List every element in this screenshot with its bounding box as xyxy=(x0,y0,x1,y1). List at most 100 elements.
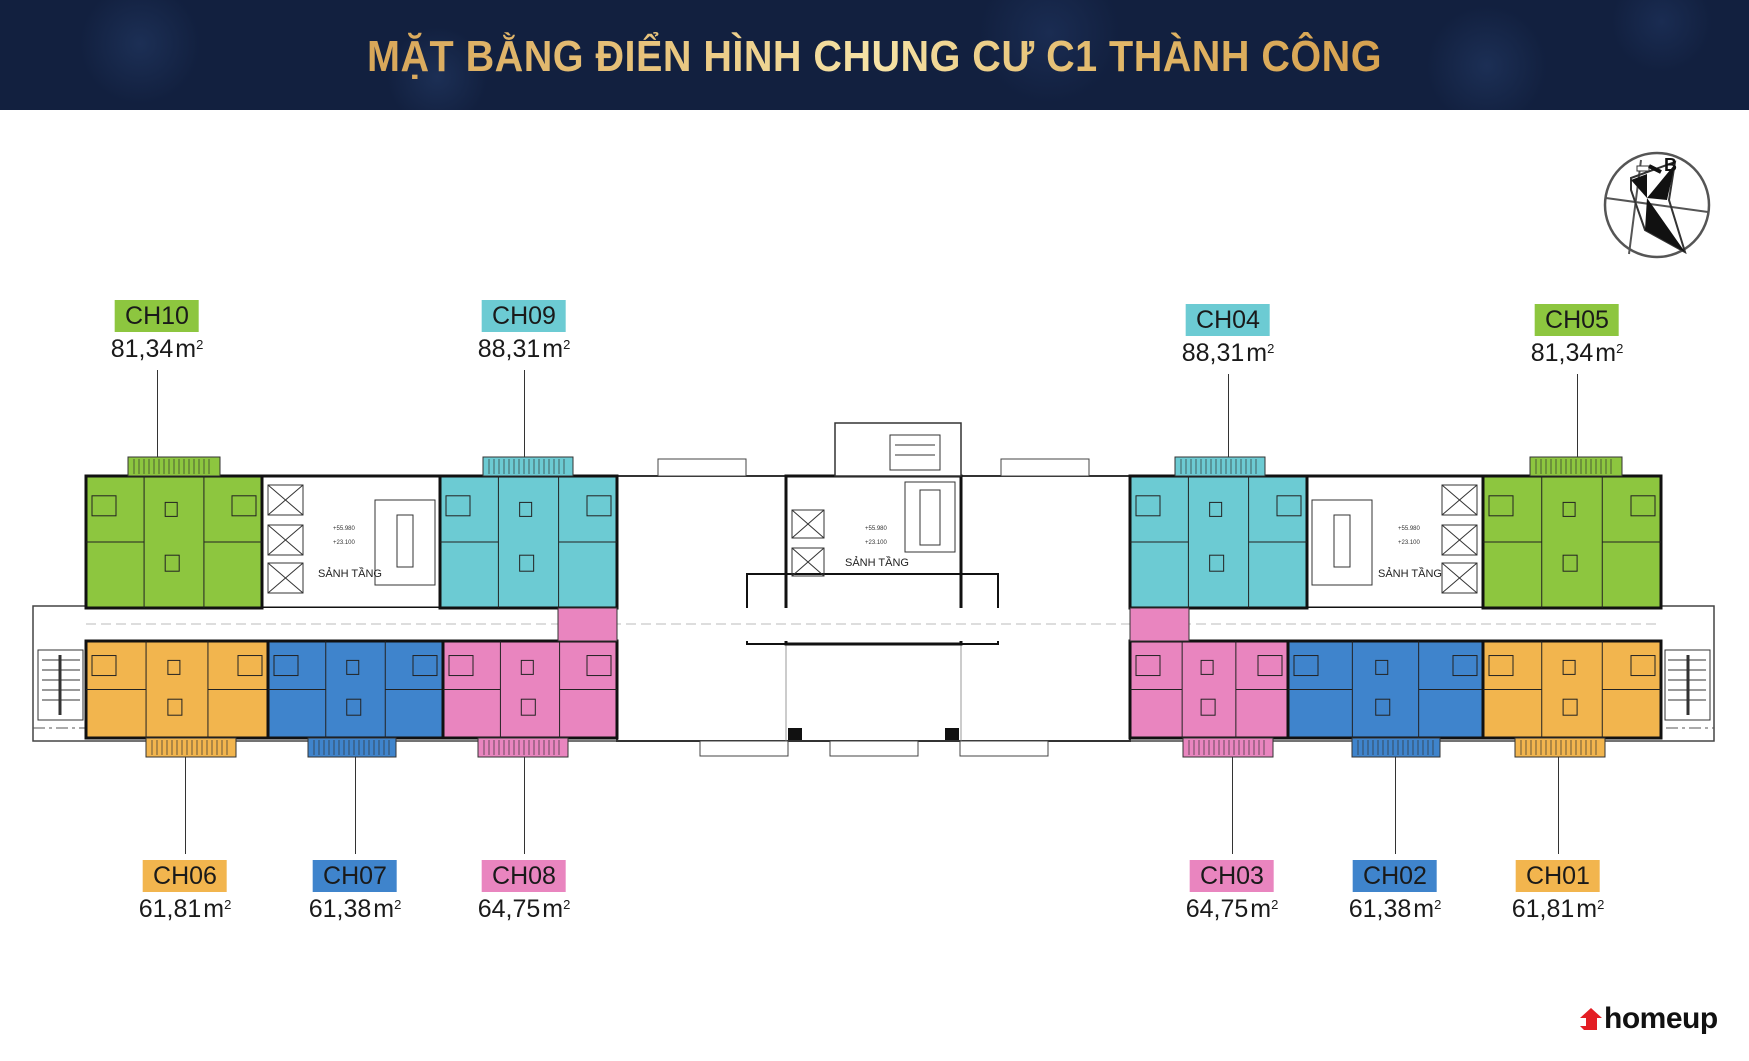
unit-area: 61,38m2 xyxy=(1349,895,1442,924)
unit-area-value: 61,38 xyxy=(308,895,372,923)
unit-area-value: 61,81 xyxy=(1511,895,1575,923)
unit-ch02[interactable] xyxy=(1286,639,1485,758)
leader-line xyxy=(1558,757,1559,854)
unit-ch09[interactable] xyxy=(438,456,619,610)
logo-text: homeup xyxy=(1604,1002,1718,1035)
unit-area-unit: m xyxy=(1250,895,1272,923)
unit-code: CH09 xyxy=(482,300,566,332)
unit-area: 64,75m2 xyxy=(1186,895,1279,924)
unit-area: 61,81m2 xyxy=(139,895,232,924)
unit-ch01[interactable] xyxy=(1481,639,1663,758)
right-core xyxy=(1305,474,1485,610)
balcony xyxy=(1529,456,1623,477)
unit-label-ch02: CH02 61,38m2 xyxy=(1349,860,1442,924)
unit-code: CH01 xyxy=(1516,860,1600,892)
unit-ch05[interactable] xyxy=(1481,456,1663,610)
unit-code: CH04 xyxy=(1186,304,1270,336)
unit-area-value: 88,31 xyxy=(1181,339,1245,367)
unit-label-ch05: CH05 81,34m2 xyxy=(1531,304,1624,368)
left-stair xyxy=(37,649,84,721)
unit-label-ch07: CH07 61,38m2 xyxy=(308,860,402,924)
unit-area-value: 88,31 xyxy=(477,335,541,363)
balcony xyxy=(127,456,221,477)
balcony xyxy=(307,737,397,758)
unit-area-sup: 2 xyxy=(563,337,571,352)
central-balconies xyxy=(657,458,1090,757)
unit-area-unit: m xyxy=(542,335,564,363)
unit-area-unit: m xyxy=(1413,895,1435,923)
unit-area-unit: m xyxy=(1595,339,1617,367)
unit-area: 88,31m2 xyxy=(1182,339,1275,368)
unit-label-ch10: CH10 81,34m2 xyxy=(111,300,204,364)
level-mark-center-top: +55.980 xyxy=(865,526,887,532)
page-title: MẶT BẰNG ĐIỂN HÌNH CHUNG CƯ C1 THÀNH CÔN… xyxy=(87,32,1661,82)
balcony xyxy=(1514,737,1606,758)
unit-area: 61,81m2 xyxy=(1512,895,1605,924)
leader-line xyxy=(355,757,356,854)
unit-label-ch06: CH06 61,81m2 xyxy=(139,860,232,924)
level-mark-right-bottom: +23.100 xyxy=(1398,540,1420,546)
lobby-label-left: SẢNH TẦNG xyxy=(318,568,382,580)
level-mark-left-top: +55.980 xyxy=(333,526,355,532)
house-arrow-icon xyxy=(1580,1008,1602,1030)
unit-area-unit: m xyxy=(175,335,197,363)
unit-code: CH10 xyxy=(115,300,199,332)
leader-line xyxy=(524,757,525,854)
unit-code: CH06 xyxy=(143,860,227,892)
unit-ch10[interactable] xyxy=(84,456,264,610)
unit-label-ch09: CH09 88,31m2 xyxy=(478,300,571,364)
central-elevators xyxy=(791,481,956,577)
unit-area-unit: m xyxy=(1246,339,1268,367)
unit-area: 88,31m2 xyxy=(478,335,571,364)
balcony xyxy=(145,737,237,758)
unit-label-ch04: CH04 88,31m2 xyxy=(1182,304,1275,368)
level-mark-left-bottom: +23.100 xyxy=(333,540,355,546)
unit-area-sup: 2 xyxy=(224,897,232,912)
balcony xyxy=(1174,456,1266,477)
leader-line xyxy=(1395,757,1396,854)
unit-ch03[interactable] xyxy=(1128,607,1290,758)
unit-area: 81,34m2 xyxy=(1531,339,1624,368)
unit-area-value: 61,38 xyxy=(1348,895,1412,923)
unit-area-value: 81,34 xyxy=(1530,339,1594,367)
unit-code: CH03 xyxy=(1190,860,1274,892)
unit-ch08[interactable] xyxy=(441,607,619,758)
right-stair xyxy=(1664,649,1711,721)
unit-area-value: 81,34 xyxy=(110,335,174,363)
central-stair-top xyxy=(834,422,962,477)
unit-code: CH08 xyxy=(482,860,566,892)
unit-area-sup: 2 xyxy=(1271,897,1279,912)
unit-code: CH02 xyxy=(1353,860,1437,892)
lobby-label-right: SẢNH TẦNG xyxy=(1378,568,1442,580)
unit-ch06[interactable] xyxy=(84,639,270,758)
unit-ch07[interactable] xyxy=(266,639,445,758)
unit-label-ch01: CH01 61,81m2 xyxy=(1512,860,1605,924)
unit-area-sup: 2 xyxy=(196,337,204,352)
leader-line xyxy=(157,370,158,457)
unit-area-unit: m xyxy=(373,895,395,923)
level-mark-center-bottom: +23.100 xyxy=(865,540,887,546)
unit-ch04[interactable] xyxy=(1128,456,1309,610)
balcony xyxy=(482,456,574,477)
leader-line xyxy=(524,370,525,457)
unit-area: 64,75m2 xyxy=(478,895,571,924)
unit-area-value: 64,75 xyxy=(1185,895,1249,923)
balcony xyxy=(1351,737,1441,758)
unit-code: CH05 xyxy=(1535,304,1619,336)
unit-label-ch03: CH03 64,75m2 xyxy=(1186,860,1279,924)
unit-area-sup: 2 xyxy=(1434,897,1442,912)
balcony xyxy=(1182,737,1274,758)
unit-area-value: 64,75 xyxy=(477,895,541,923)
unit-area-sup: 2 xyxy=(1616,341,1624,356)
unit-area: 81,34m2 xyxy=(111,335,204,364)
unit-area-sup: 2 xyxy=(394,897,402,912)
unit-area-unit: m xyxy=(542,895,564,923)
compass-north-label: B xyxy=(1664,155,1677,175)
unit-label-ch08: CH08 64,75m2 xyxy=(478,860,571,924)
unit-code: CH07 xyxy=(313,860,397,892)
header-banner: MẶT BẰNG ĐIỂN HÌNH CHUNG CƯ C1 THÀNH CÔN… xyxy=(0,0,1749,110)
homeup-logo[interactable]: homeup xyxy=(1578,1002,1718,1036)
leader-line xyxy=(1228,374,1229,457)
